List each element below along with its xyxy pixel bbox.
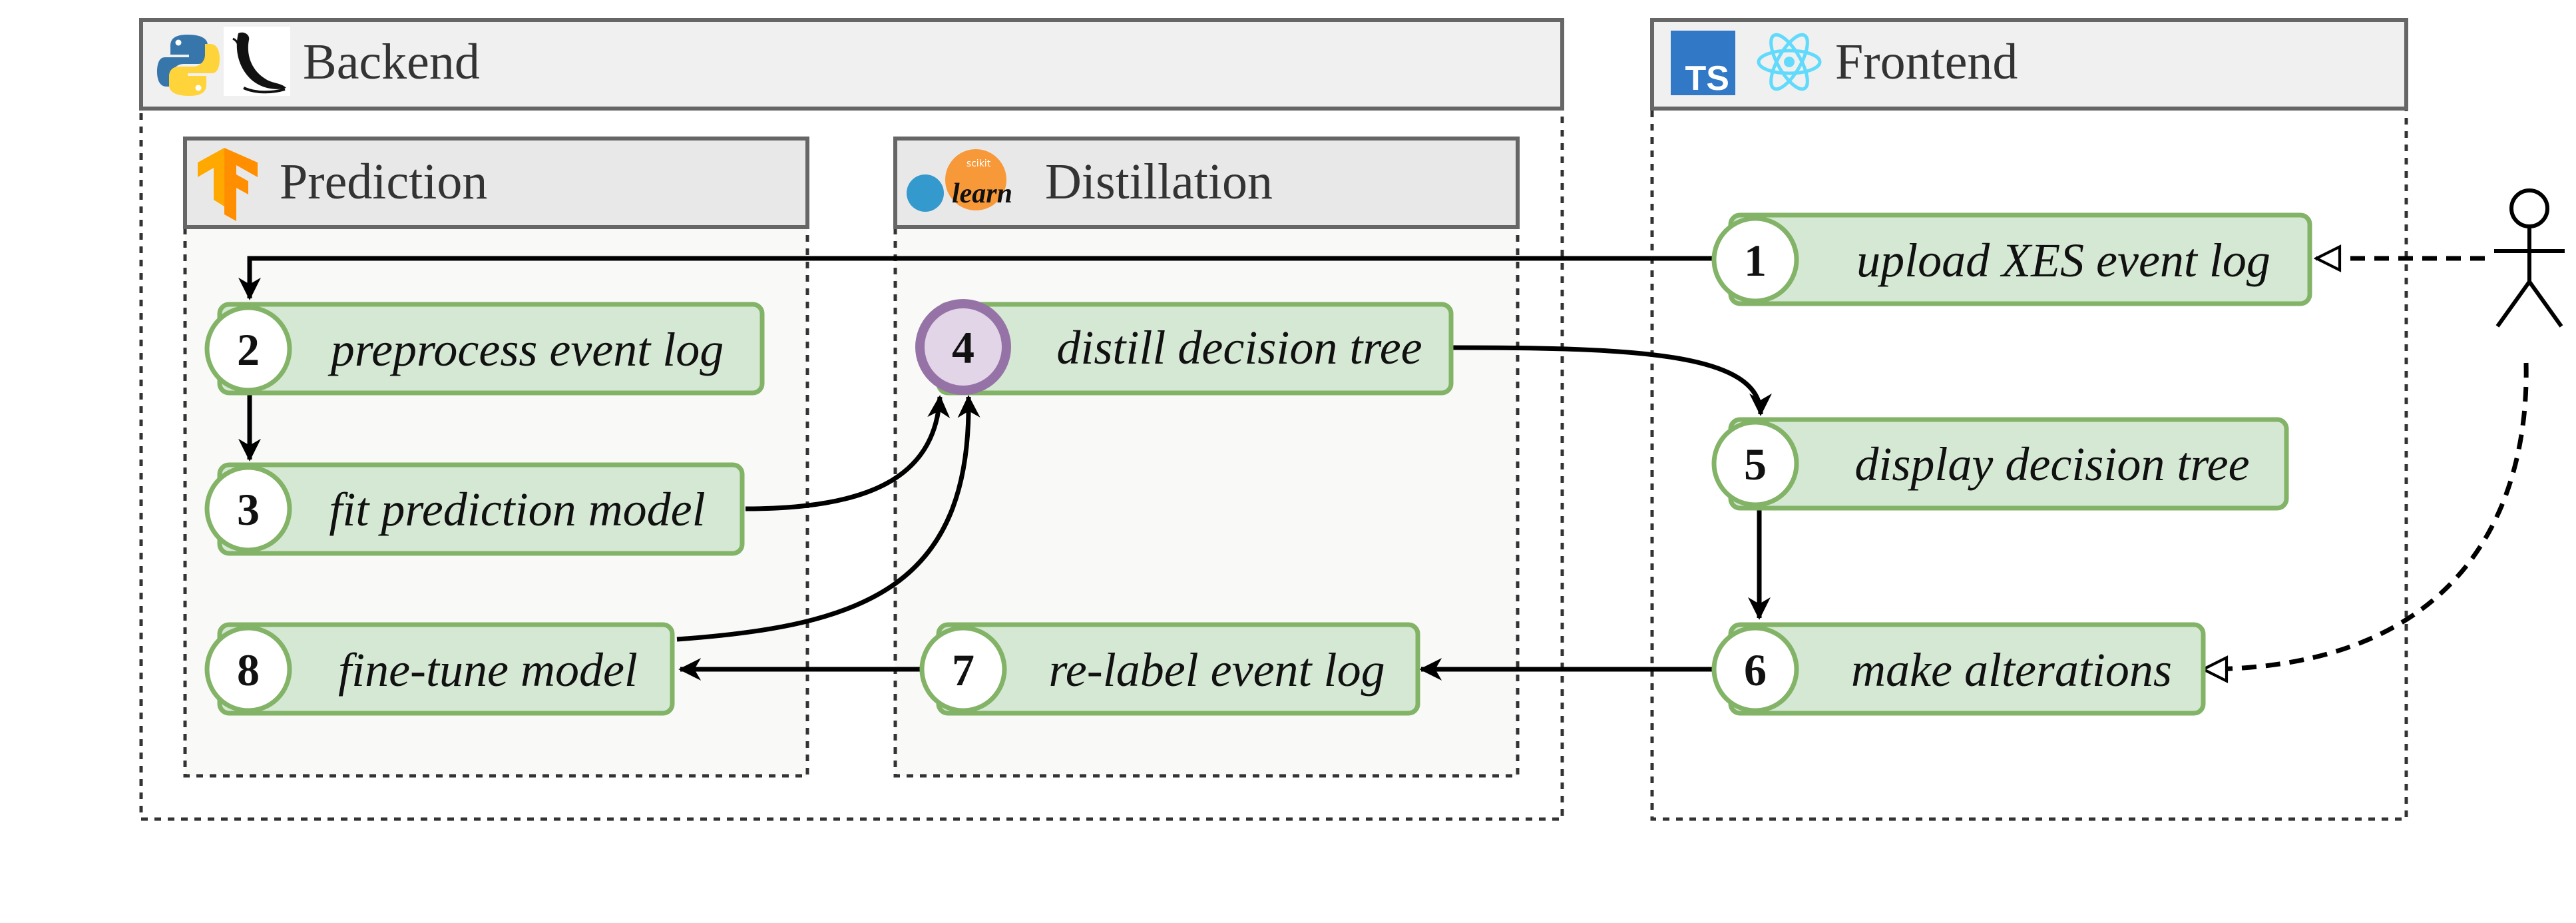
frontend-title: Frontend: [1835, 34, 2018, 90]
step-4-distill-decision-tree[interactable]: 4 distill decision tree: [915, 299, 1454, 396]
step-8-number: 8: [237, 645, 260, 695]
step-6-make-alterations[interactable]: 6 make alterations: [1711, 622, 2206, 716]
backend-title: Backend: [303, 34, 480, 90]
distillation-title: Distillation: [1045, 154, 1273, 210]
step-8-label: fine-tune model: [338, 643, 638, 697]
step-3-number: 3: [237, 484, 260, 535]
scikit-learn-logo: scikit learn: [907, 149, 1012, 212]
step-3-label: fit prediction model: [329, 483, 705, 536]
scikit-learn-logo-small-text: scikit: [966, 158, 991, 169]
step-8-fine-tune-model[interactable]: 8 fine-tune model: [204, 622, 675, 716]
step-3-fit-prediction-model[interactable]: 3 fit prediction model: [204, 462, 745, 556]
step-4-label: distill decision tree: [1056, 321, 1422, 374]
step-7-number: 7: [952, 645, 974, 695]
react-logo: [1757, 33, 1822, 91]
user-actor-icon: [2494, 188, 2565, 328]
step-1-label: upload XES event log: [1856, 234, 2270, 287]
step-7-label: re-label event log: [1048, 643, 1385, 697]
edge-3-to-4: [745, 395, 951, 511]
step-6-label: make alterations: [1851, 643, 2172, 697]
prediction-title: Prediction: [280, 154, 487, 210]
step-2-label: preprocess event log: [327, 323, 724, 376]
scikit-learn-logo-text: learn: [952, 178, 1012, 209]
edge-4-to-5: [1452, 345, 1772, 416]
edge-8-to-4: [676, 395, 980, 642]
step-5-display-decision-tree[interactable]: 5 display decision tree: [1711, 417, 2289, 511]
edges: [238, 256, 2529, 669]
tensorflow-logo: [198, 148, 258, 221]
step-1-upload-xes-event-log[interactable]: 1 upload XES event log: [1711, 212, 2312, 306]
step-5-number: 5: [1744, 439, 1767, 489]
step-2-preprocess-event-log[interactable]: 2 preprocess event log: [204, 302, 765, 396]
edge-actor-to-6: [2203, 362, 2529, 669]
typescript-logo: TS: [1671, 31, 1735, 98]
step-5-label: display decision tree: [1854, 438, 2249, 491]
typescript-logo-text: TS: [1685, 59, 1729, 98]
flask-logo: [224, 27, 290, 96]
step-2-number: 2: [237, 324, 260, 375]
step-1-number: 1: [1744, 235, 1767, 286]
edge-1-to-2: [238, 256, 1719, 300]
python-logo: [157, 35, 220, 96]
step-6-number: 6: [1744, 645, 1767, 695]
step-4-number: 4: [952, 322, 974, 373]
step-7-re-label-event-log[interactable]: 7 re-label event log: [919, 622, 1420, 716]
